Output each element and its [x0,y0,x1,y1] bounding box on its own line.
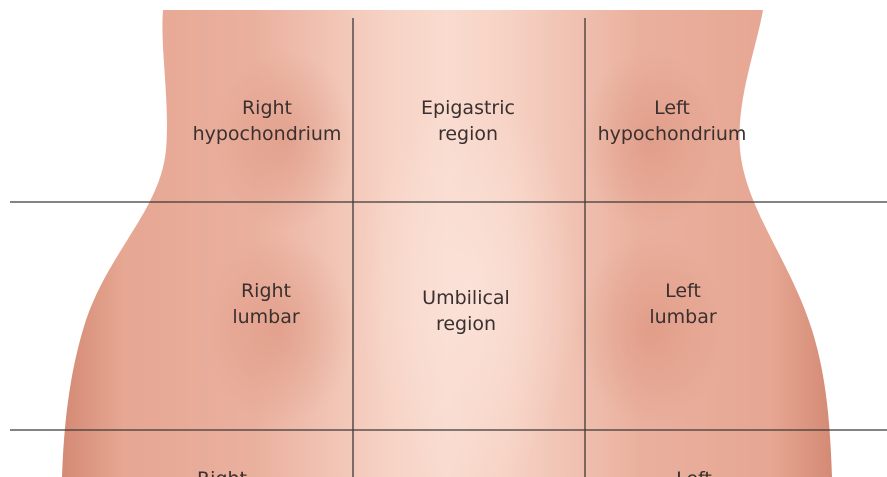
label-right-bottom-partial: Right [197,466,247,477]
label-left-hypochondrium: Left hypochondrium [598,95,747,147]
label-left-lumbar: Left lumbar [649,278,716,330]
label-left-bottom-partial: Left [676,466,712,477]
right-lumbar-shade [205,235,355,425]
label-right-hypochondrium: Right hypochondrium [193,95,342,147]
label-epigastric-region: Epigastric region [421,95,515,147]
left-lumbar-shade [575,235,725,425]
label-umbilical-region: Umbilical region [422,285,510,337]
central-highlight [360,90,580,477]
label-right-lumbar: Right lumbar [232,278,299,330]
